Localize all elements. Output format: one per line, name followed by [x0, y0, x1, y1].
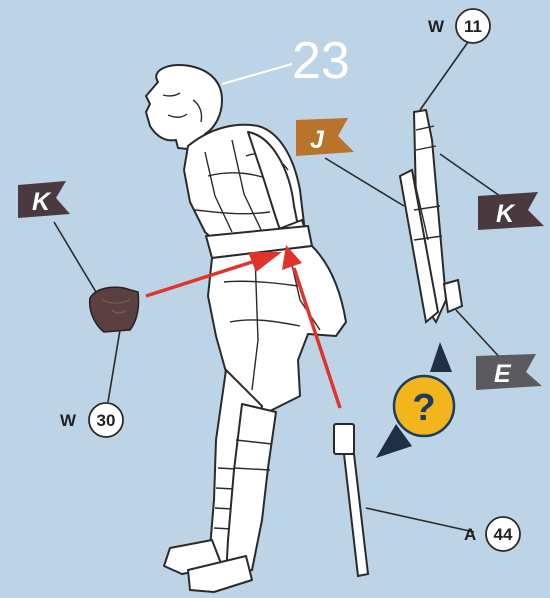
callout-w30: W 30 — [60, 403, 123, 437]
svg-text:W: W — [428, 17, 445, 36]
svg-text:E: E — [494, 360, 512, 388]
svg-text:?: ? — [412, 387, 435, 429]
svg-text:W: W — [60, 411, 77, 430]
rifle-part — [400, 110, 462, 322]
callout-a44: A 44 — [464, 517, 520, 551]
svg-text:23: 23 — [292, 32, 350, 90]
svg-text:J: J — [310, 126, 325, 154]
stick-part — [334, 424, 368, 576]
svg-text:K: K — [32, 188, 52, 216]
flag-e: E — [476, 354, 542, 390]
svg-text:A: A — [464, 525, 476, 544]
svg-text:44: 44 — [494, 525, 513, 544]
leather-pouch-part — [90, 287, 139, 332]
help-question-icon: ? — [376, 342, 454, 458]
callout-w11: W 11 — [428, 9, 490, 43]
svg-text:K: K — [496, 200, 516, 228]
flag-k-right: K — [478, 192, 544, 230]
flag-k-left: K — [18, 181, 70, 218]
svg-text:30: 30 — [97, 411, 116, 430]
step-number: 23 — [222, 32, 350, 90]
svg-text:11: 11 — [464, 17, 482, 36]
flag-j: J — [296, 118, 354, 156]
